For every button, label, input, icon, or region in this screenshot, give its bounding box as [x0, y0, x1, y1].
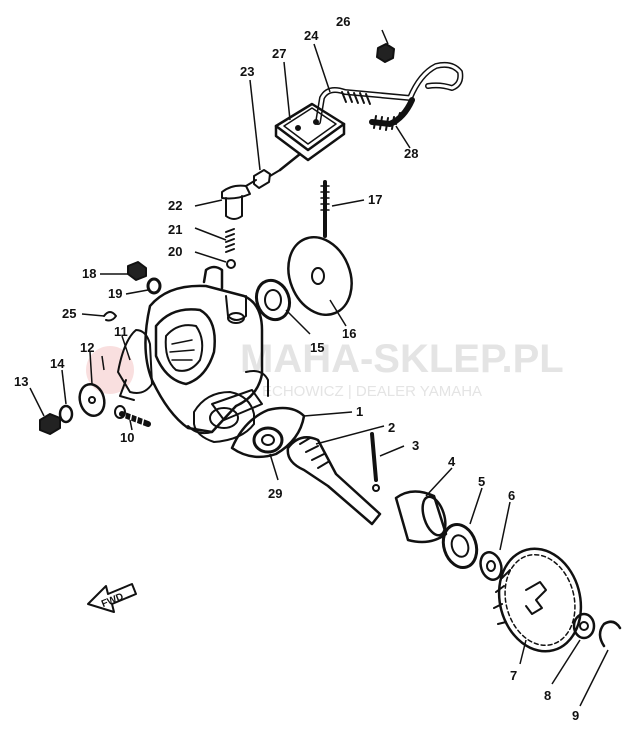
watermark-subtext: ECHOWICZ | DEALER YAMAHA — [262, 383, 482, 400]
part-10-stud — [114, 405, 151, 427]
part-16-disc — [287, 235, 353, 317]
part-18-bolt — [127, 261, 147, 281]
watermark-text: MAHA-SKLEP.PL — [240, 337, 564, 381]
part-28-hose — [369, 97, 415, 131]
part-12-washer — [78, 382, 106, 418]
callout-24: 24 — [304, 28, 319, 43]
part-9-circlip — [598, 620, 622, 648]
part-11-lever — [117, 329, 153, 401]
part-13-nut — [39, 413, 61, 435]
fwd-arrow — [87, 583, 137, 613]
callout-26: 26 — [336, 14, 350, 29]
watermark: MAHA-SKLEP.PL ECHOWICZ | DEALER YAMAHA — [86, 337, 564, 400]
callout-1: 1 — [356, 404, 363, 419]
callout-8: 8 — [544, 688, 551, 703]
callout-14: 14 — [50, 356, 65, 371]
callout-27: 27 — [272, 46, 286, 61]
callout-18: 18 — [82, 266, 96, 281]
callout-29: 29 — [268, 486, 282, 501]
callout-10: 10 — [120, 430, 134, 445]
part-8-washer — [572, 612, 596, 640]
callout-4: 4 — [448, 454, 456, 469]
callout-2: 2 — [388, 420, 395, 435]
part-27-strainer — [274, 102, 346, 172]
callout-19: 19 — [108, 286, 122, 301]
callout-5: 5 — [478, 474, 485, 489]
part-17-pin — [320, 180, 330, 238]
callout-25: 25 — [62, 306, 76, 321]
pump-body — [144, 265, 269, 435]
callout-7: 7 — [510, 668, 517, 683]
callout-22: 22 — [168, 198, 182, 213]
callout-13: 13 — [14, 374, 28, 389]
part-7-gear — [493, 547, 583, 653]
callout-3: 3 — [412, 438, 419, 453]
part-5-bearing — [441, 523, 479, 569]
callout-28: 28 — [404, 146, 418, 161]
part-24-pipe — [315, 61, 464, 125]
pump-gasket — [193, 391, 255, 443]
part-1-gasket — [230, 406, 306, 459]
callout-11: 11 — [114, 324, 128, 339]
callout-16: 16 — [342, 326, 356, 341]
callout-21: 21 — [168, 222, 182, 237]
callout-20: 20 — [168, 244, 182, 259]
part-22-banjo — [221, 179, 257, 220]
part-26-cap — [376, 43, 395, 63]
part-6-washer — [479, 551, 503, 581]
part-15-bearing — [254, 278, 292, 322]
part-25-clip — [103, 311, 117, 322]
callout-17: 17 — [368, 192, 382, 207]
callout-12: 12 — [80, 340, 94, 355]
part-20-pin — [226, 259, 236, 269]
part-3-pin — [370, 432, 380, 492]
callout-15: 15 — [310, 340, 324, 355]
part-19-washer — [146, 277, 162, 295]
part-21-spring — [225, 228, 235, 253]
leader-lines — [29, 29, 609, 707]
callout-23: 23 — [240, 64, 254, 79]
part-14-washer — [58, 404, 74, 424]
callout-9: 9 — [572, 708, 579, 723]
callout-6: 6 — [508, 488, 515, 503]
part-29-seal — [252, 426, 284, 454]
part-2-worm-shaft — [286, 436, 382, 526]
part-4-collar — [394, 490, 448, 544]
callouts: 26 24 27 23 28 22 17 21 20 18 19 25 11 1… — [14, 14, 579, 723]
part-23-fitting — [253, 169, 281, 189]
